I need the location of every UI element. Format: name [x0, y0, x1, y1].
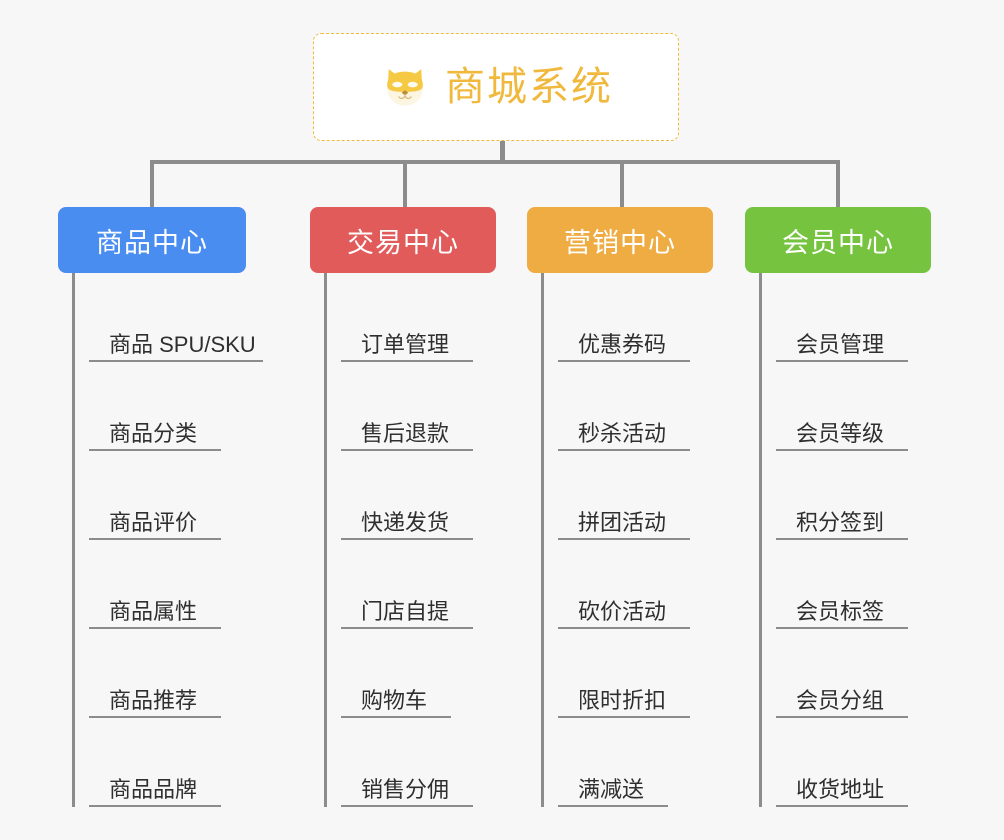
leaf-item[interactable]: 拼团活动: [558, 451, 690, 540]
category-box-trade-center[interactable]: 交易中心: [310, 207, 496, 273]
leaf-label: 商品属性: [109, 598, 198, 624]
leaf-list-product-center: 商品 SPU/SKU 商品分类 商品评价 商品属性 商品推荐 商品品牌: [72, 273, 263, 807]
leaf-label: 满减送: [578, 776, 645, 802]
connector-root-stem: [500, 141, 505, 163]
leaf-label: 门店自提: [361, 598, 450, 624]
leaf-item[interactable]: 售后退款: [341, 362, 473, 451]
leaf-item[interactable]: 商品推荐: [89, 629, 221, 718]
leaf-item[interactable]: 商品属性: [89, 540, 221, 629]
leaf-label: 销售分佣: [361, 776, 450, 802]
leaf-item[interactable]: 秒杀活动: [558, 362, 690, 451]
leaf-item[interactable]: 会员分组: [776, 629, 908, 718]
leaf-label: 收货地址: [796, 776, 885, 802]
branch-marketing-center: 营销中心 优惠券码 秒杀活动 拼团活动 砍价活动 限时折扣 满减送: [527, 207, 713, 807]
leaf-list-trade-center: 订单管理 售后退款 快递发货 门店自提 购物车 销售分佣: [324, 273, 487, 807]
leaf-item[interactable]: 限时折扣: [558, 629, 690, 718]
connector-drop-1: [150, 160, 154, 208]
root-title: 商城系统: [445, 65, 613, 109]
leaf-label: 会员等级: [796, 420, 885, 446]
leaf-item[interactable]: 销售分佣: [341, 718, 473, 807]
leaf-item[interactable]: 商品 SPU/SKU: [89, 273, 263, 362]
leaf-label: 快递发货: [361, 509, 450, 535]
connector-drop-2: [403, 160, 407, 208]
leaf-item[interactable]: 商品分类: [89, 362, 221, 451]
leaf-item[interactable]: 购物车: [341, 629, 451, 718]
leaf-label: 商品推荐: [109, 687, 198, 713]
leaf-label: 订单管理: [361, 331, 450, 357]
leaf-label: 会员分组: [796, 687, 885, 713]
connector-drop-4: [836, 160, 840, 208]
leaf-item[interactable]: 砍价活动: [558, 540, 690, 629]
leaf-item[interactable]: 满减送: [558, 718, 668, 807]
leaf-item[interactable]: 商品品牌: [89, 718, 221, 807]
leaf-label: 会员标签: [796, 598, 885, 624]
leaf-list-member-center: 会员管理 会员等级 积分签到 会员标签 会员分组 收货地址: [759, 273, 922, 807]
connector-horizontal-bar: [150, 160, 840, 164]
leaf-label: 售后退款: [361, 420, 450, 446]
leaf-label: 优惠券码: [578, 331, 667, 357]
leaf-label: 砍价活动: [578, 598, 667, 624]
leaf-item[interactable]: 商品评价: [89, 451, 221, 540]
leaf-item[interactable]: 门店自提: [341, 540, 473, 629]
leaf-label: 商品分类: [109, 420, 198, 446]
leaf-item[interactable]: 快递发货: [341, 451, 473, 540]
category-label: 会员中心: [782, 227, 894, 258]
leaf-item[interactable]: 会员管理: [776, 273, 908, 362]
leaf-item[interactable]: 收货地址: [776, 718, 908, 807]
leaf-item[interactable]: 订单管理: [341, 273, 473, 362]
leaf-label: 拼团活动: [578, 509, 667, 535]
leaf-label: 购物车: [361, 687, 428, 713]
leaf-label: 会员管理: [796, 331, 885, 357]
category-box-member-center[interactable]: 会员中心: [745, 207, 931, 273]
branch-member-center: 会员中心 会员管理 会员等级 积分签到 会员标签 会员分组 收货地址: [745, 207, 931, 807]
leaf-label: 商品 SPU/SKU: [109, 331, 256, 357]
category-label: 商品中心: [96, 227, 208, 258]
branch-product-center: 商品中心 商品 SPU/SKU 商品分类 商品评价 商品属性 商品推荐 商品品牌: [58, 207, 263, 807]
leaf-list-marketing-center: 优惠券码 秒杀活动 拼团活动 砍价活动 限时折扣 满减送: [541, 273, 704, 807]
leaf-item[interactable]: 会员等级: [776, 362, 908, 451]
leaf-item[interactable]: 会员标签: [776, 540, 908, 629]
leaf-item[interactable]: 积分签到: [776, 451, 908, 540]
leaf-label: 商品品牌: [109, 776, 198, 802]
leaf-label: 限时折扣: [578, 687, 667, 713]
category-box-product-center[interactable]: 商品中心: [58, 207, 246, 273]
branch-trade-center: 交易中心 订单管理 售后退款 快递发货 门店自提 购物车 销售分佣: [310, 207, 496, 807]
root-node-content: 商城系统: [379, 61, 613, 113]
connector-drop-3: [620, 160, 624, 208]
leaf-label: 积分签到: [796, 509, 885, 535]
category-label: 交易中心: [347, 227, 459, 258]
category-label: 营销中心: [564, 227, 676, 258]
leaf-label: 秒杀活动: [578, 420, 667, 446]
leaf-item[interactable]: 优惠券码: [558, 273, 690, 362]
shiba-dog-icon: [387, 69, 423, 106]
category-box-marketing-center[interactable]: 营销中心: [527, 207, 713, 273]
leaf-label: 商品评价: [109, 509, 198, 535]
root-node[interactable]: 商城系统: [313, 33, 679, 141]
